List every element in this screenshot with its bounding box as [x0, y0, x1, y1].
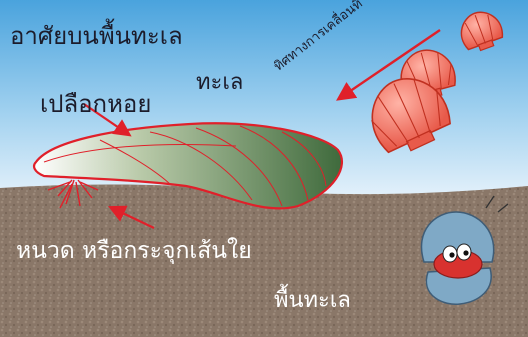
byssus-label: หนวด หรือกระจุกเส้นใย: [16, 233, 252, 269]
shell-label: เปลือกหอย: [40, 84, 151, 123]
sea-label: ทะเล: [196, 64, 243, 99]
diagram-title: อาศัยบนพื้นทะเล: [10, 16, 183, 55]
seafloor-label: พื้นทะเล: [274, 282, 351, 317]
